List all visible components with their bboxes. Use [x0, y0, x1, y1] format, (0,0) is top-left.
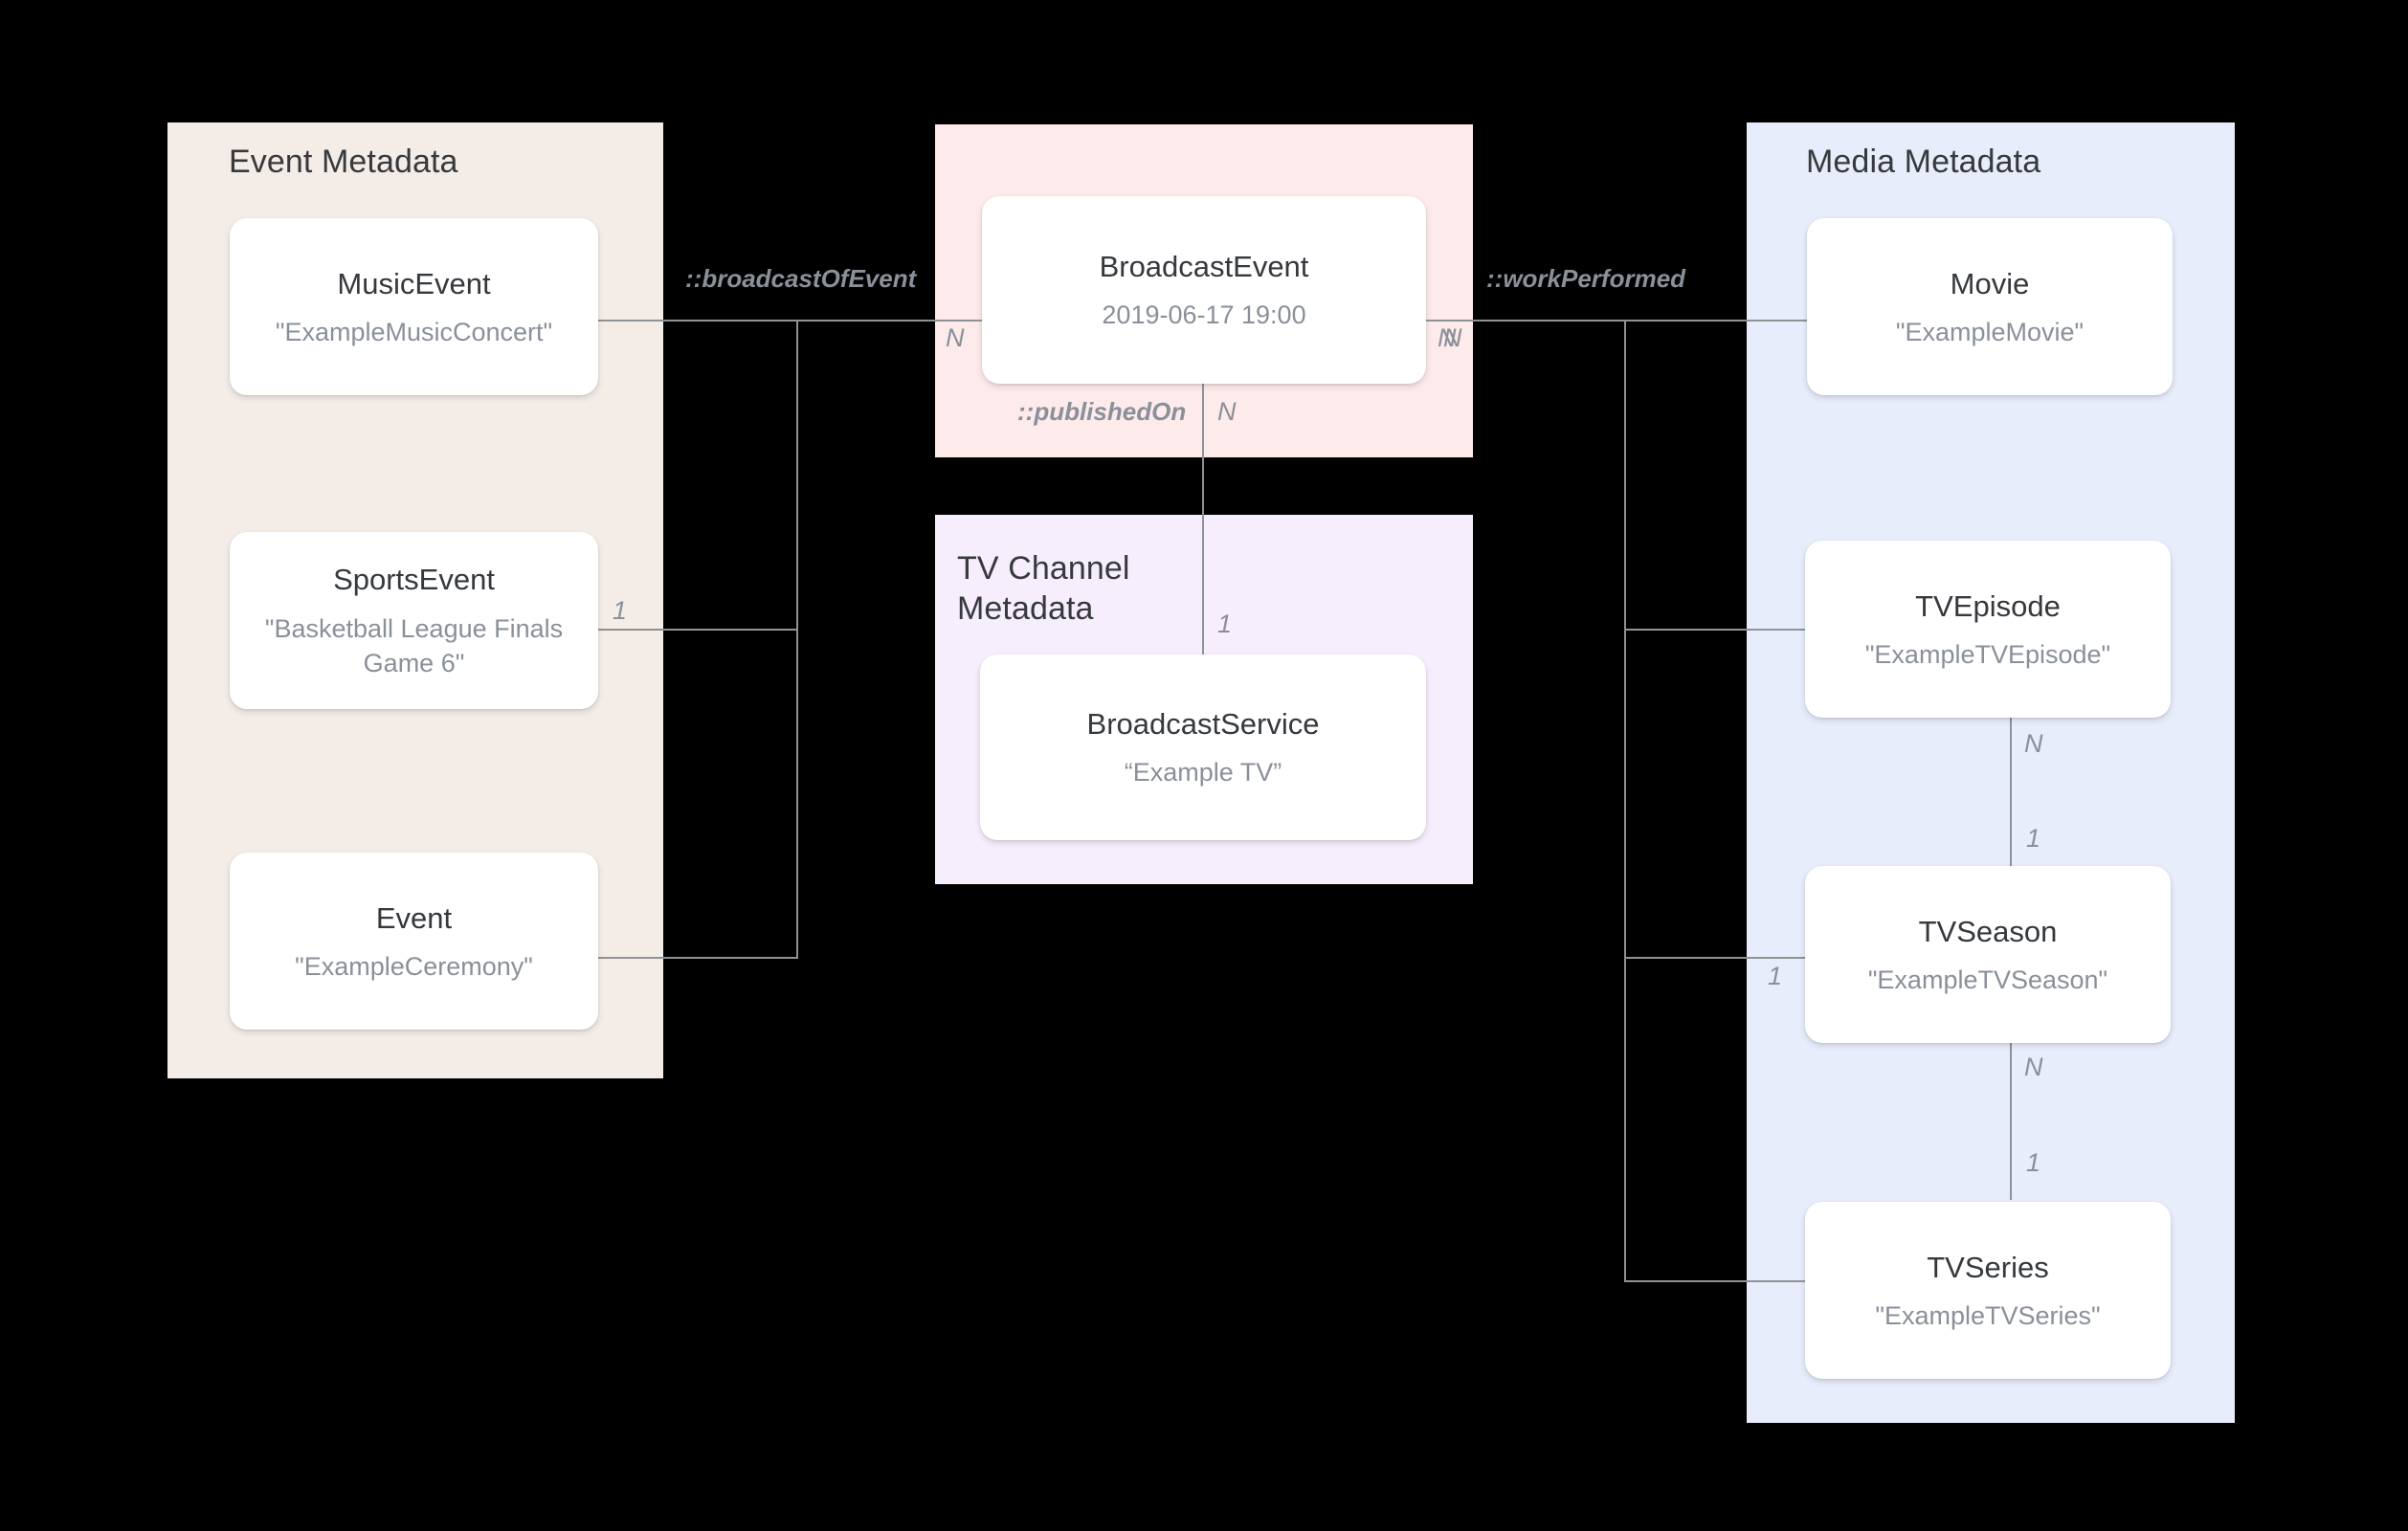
cardinality-tv-season-above: 1: [2026, 824, 2041, 853]
entity-value-label: “Example TV”: [1124, 758, 1282, 787]
edge-music-event-stub: [598, 320, 798, 322]
entity-type-label: TVSeries: [1927, 1250, 2049, 1284]
cardinality-broadcast-event-left: N: [946, 323, 965, 352]
entity-type-label: SportsEvent: [333, 562, 495, 596]
entity-card-sports-event[interactable]: SportsEvent "Basketball League Finals Ga…: [230, 532, 598, 709]
relation-label-published-on: ::publishedOn: [1017, 397, 1187, 426]
cardinality-sports-event: 1: [613, 596, 628, 625]
edge-work-performed-run: [1426, 320, 1626, 322]
edge-event-stub: [598, 957, 798, 959]
edge-broadcast-of-event-run: [796, 320, 983, 322]
entity-card-tv-series[interactable]: TVSeries "ExampleTVSeries": [1805, 1202, 2171, 1379]
edge-published-on: [1202, 383, 1204, 655]
entity-value-label: "Basketball League Finals Game 6": [264, 613, 564, 677]
entity-card-broadcast-service[interactable]: BroadcastService “Example TV”: [980, 655, 1426, 840]
edge-media-trunk: [1624, 320, 1626, 1282]
edge-tv-episode-to-tv-season: [2010, 718, 2012, 875]
cardinality-tv-season-below: N: [2024, 1053, 2043, 1081]
entity-value-label: "ExampleCeremony": [295, 951, 533, 981]
section-title-tv-channel-metadata: TV Channel Metadata: [957, 550, 1130, 627]
entity-value-label: "ExampleTVEpisode": [1864, 639, 2111, 669]
cardinality-tv-season-left: 1: [1768, 962, 1783, 990]
entity-card-event[interactable]: Event "ExampleCeremony": [230, 853, 598, 1030]
entity-type-label: Movie: [1950, 266, 2030, 300]
cardinality-tv-episode-below: N: [2024, 729, 2043, 758]
cardinality-broadcast-event-bottom: N: [1217, 397, 1237, 426]
entity-card-tv-episode[interactable]: TVEpisode "ExampleTVEpisode": [1805, 541, 2171, 718]
section-title-event-metadata: Event Metadata: [229, 144, 458, 180]
cardinality-broadcast-service-top: 1: [1217, 610, 1233, 638]
cardinality-broadcast-event-right: N: [1438, 323, 1457, 352]
entity-type-label: MusicEvent: [337, 266, 491, 300]
entity-value-label: 2019-06-17 19:00: [1102, 300, 1306, 329]
cardinality-tv-series-above: 1: [2026, 1148, 2041, 1177]
entity-value-label: "ExampleMusicConcert": [275, 317, 553, 346]
edge-event-trunk: [796, 320, 798, 959]
edge-tv-episode-stub: [1624, 629, 1809, 631]
section-title-media-metadata: Media Metadata: [1806, 144, 2041, 180]
entity-card-broadcast-event[interactable]: BroadcastEvent 2019-06-17 19:00: [982, 196, 1426, 384]
cardinality-movie: N: [1443, 323, 1462, 352]
edge-tv-season-to-tv-series: [2010, 1043, 2012, 1200]
entity-type-label: BroadcastService: [1086, 707, 1320, 741]
edge-sports-event-stub: [598, 629, 798, 631]
entity-card-tv-season[interactable]: TVSeason "ExampleTVSeason": [1805, 866, 2171, 1043]
relation-label-work-performed: ::workPerformed: [1486, 264, 1686, 293]
entity-type-label: Event: [375, 900, 453, 935]
edge-tv-series-stub: [1624, 1280, 1809, 1282]
entity-type-label: TVSeason: [1918, 914, 2058, 948]
entity-value-label: "ExampleMovie": [1895, 317, 2085, 346]
edge-movie-stub: [1624, 320, 1809, 322]
entity-value-label: "ExampleTVSeason": [1867, 965, 2108, 994]
entity-type-label: TVEpisode: [1915, 588, 2061, 623]
edge-tv-season-stub: [1624, 957, 1809, 959]
entity-type-label: BroadcastEvent: [1099, 250, 1309, 283]
entity-value-label: "ExampleTVSeries": [1875, 1300, 2101, 1330]
entity-card-movie[interactable]: Movie "ExampleMovie": [1807, 218, 2173, 395]
entity-card-music-event[interactable]: MusicEvent "ExampleMusicConcert": [230, 218, 598, 395]
relation-label-broadcast-of-event: ::broadcastOfEvent: [685, 264, 917, 293]
